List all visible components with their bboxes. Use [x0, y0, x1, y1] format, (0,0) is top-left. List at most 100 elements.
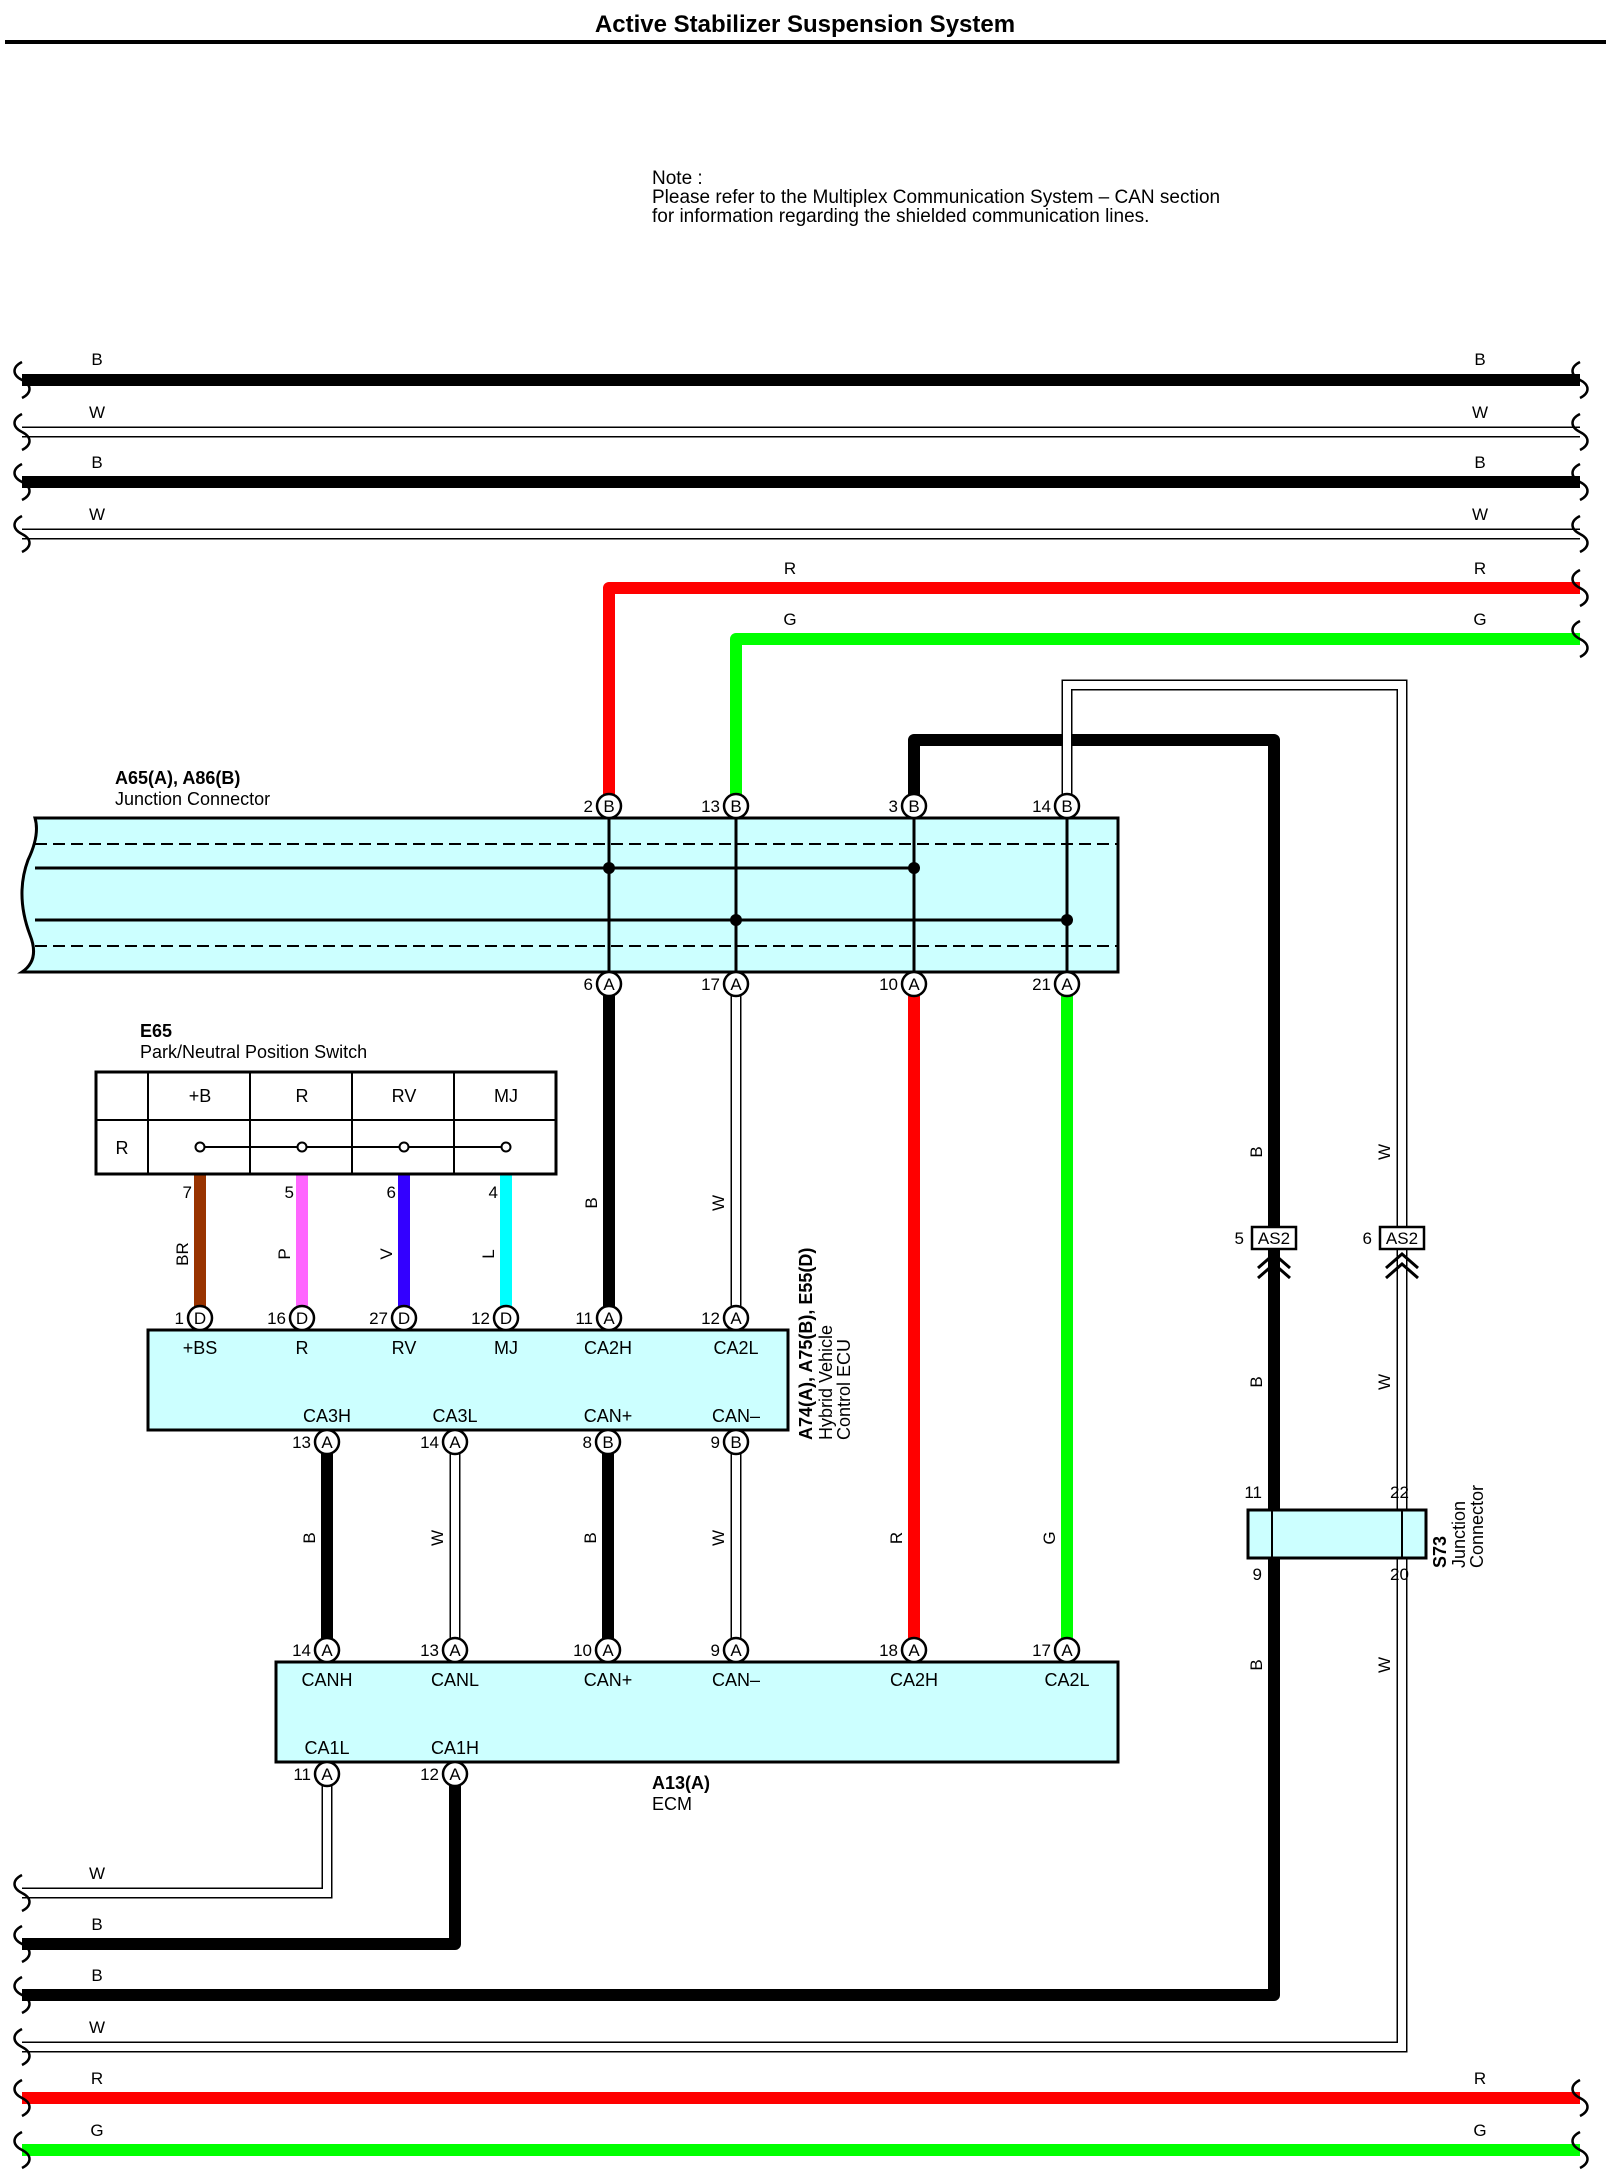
- wire-color-label: W: [1375, 1374, 1394, 1390]
- wire-color-label: B: [1474, 453, 1485, 472]
- pin-number: 11: [293, 1765, 311, 1784]
- ecm-terminal-label: CA1H: [431, 1738, 479, 1758]
- wire-color-label: B: [300, 1532, 319, 1543]
- wire-color-label: R: [1474, 559, 1486, 578]
- pin-number: 13: [701, 797, 720, 816]
- pin-connector-letter: D: [194, 1309, 206, 1328]
- pin-connector-letter: A: [449, 1433, 461, 1452]
- wire-color-label: B: [91, 1966, 102, 1985]
- wire-break-mark: [13, 2027, 31, 2067]
- wire-color-label: G: [783, 610, 796, 629]
- wires: [22, 374, 1580, 2156]
- connector-pin: [595, 970, 623, 998]
- wire-color-label: G: [1473, 610, 1486, 629]
- pin-connector-letter: A: [321, 1433, 333, 1452]
- ecu-terminal-label: CA2L: [713, 1338, 758, 1358]
- as2-connector: [1378, 1225, 1426, 1251]
- pin-connector-letter: A: [603, 1309, 615, 1328]
- connector-pin: [1053, 1636, 1081, 1664]
- pin-number: 20: [1390, 1565, 1409, 1584]
- connector-pin: [492, 1304, 520, 1332]
- wire-color-label: BR: [173, 1242, 192, 1266]
- wire-w: [22, 681, 1406, 2051]
- wire-color-label: W: [1472, 505, 1488, 524]
- component-name: Junction: [1449, 1501, 1469, 1568]
- wire-color-label: W: [428, 1530, 447, 1546]
- connector-pin: [441, 1428, 469, 1456]
- wire-color-label: W: [1375, 1144, 1394, 1160]
- connector-pin: [313, 1636, 341, 1664]
- pin-number: 27: [369, 1309, 388, 1328]
- connector-pin: [288, 1304, 316, 1332]
- ecu-terminal-label: +BS: [183, 1338, 218, 1358]
- switch-contact: [194, 1141, 206, 1153]
- connector-pin: [722, 792, 750, 820]
- as2-label: AS2: [1386, 1229, 1418, 1248]
- connector-pin: [722, 1636, 750, 1664]
- wire-color-label: B: [581, 1532, 600, 1543]
- junction-connector-a65-a86: A65(A), A86(B) Junction Connector: [17, 768, 1120, 974]
- wire-color-label: W: [89, 505, 105, 524]
- pin-number: 17: [701, 975, 720, 994]
- ecm-terminal-label: CANL: [431, 1670, 479, 1690]
- pin-connector-letter: A: [449, 1641, 461, 1660]
- wire-break-mark: [13, 1975, 31, 2015]
- note: Note : Please refer to the Multiplex Com…: [652, 168, 1220, 227]
- connector-pin: [1053, 792, 1081, 820]
- connector-pin: [595, 792, 623, 820]
- wire-color-label: B: [1474, 350, 1485, 369]
- connector-pin: [594, 1428, 622, 1456]
- pin-connector-letter: A: [730, 1641, 742, 1660]
- wire-color-label: B: [1247, 1146, 1266, 1157]
- wire-break-marks: [13, 360, 1589, 2170]
- wire-color-label: B: [582, 1197, 601, 1208]
- wire-break-mark: [1571, 462, 1589, 502]
- connector-pin: [1053, 970, 1081, 998]
- ecm-terminal-label: CA2L: [1044, 1670, 1089, 1690]
- pin-connector-letter: A: [908, 1641, 920, 1660]
- as2-label: AS2: [1258, 1229, 1290, 1248]
- pin-number: 6: [387, 1183, 396, 1202]
- pin-number: 14: [420, 1433, 439, 1452]
- ecm: CANH CANL CAN+ CAN– CA2H CA2L CA1L CA1H …: [274, 1660, 1120, 1814]
- page-title: Active Stabilizer Suspension System: [595, 11, 1015, 38]
- pin-number: 11: [1244, 1483, 1262, 1502]
- wire-break-mark: [13, 2078, 31, 2118]
- connector-pin: [722, 1428, 750, 1456]
- wire-color-label: V: [377, 1248, 396, 1260]
- wire-color-label: B: [1247, 1376, 1266, 1387]
- wire-color-label: B: [1247, 1659, 1266, 1670]
- pin-connector-letter: A: [1061, 975, 1073, 994]
- connector-pin: [313, 1428, 341, 1456]
- pin-connector-letter: B: [602, 1433, 613, 1452]
- pin-connector-letter: A: [321, 1765, 333, 1784]
- pin-number: 10: [879, 975, 898, 994]
- switch-row-label: R: [116, 1138, 129, 1158]
- pin-connector-letter: D: [500, 1309, 512, 1328]
- pin-connector-letter: A: [730, 975, 742, 994]
- wire-color-label: W: [1472, 403, 1488, 422]
- switch-column-label: RV: [392, 1086, 417, 1106]
- splice-point: [730, 914, 742, 926]
- connector-pin: [900, 1636, 928, 1664]
- s73-body: [1246, 1508, 1428, 1560]
- connector-pin: [594, 1636, 622, 1664]
- pin-number: 5: [1235, 1229, 1244, 1248]
- wire-color-label: W: [1375, 1657, 1394, 1673]
- switch-contact: [500, 1141, 512, 1153]
- pin-number: 13: [292, 1433, 311, 1452]
- pin-number: 22: [1390, 1483, 1409, 1502]
- wire-b: [22, 1774, 461, 1950]
- wire-break-mark: [1571, 568, 1589, 608]
- pin-connector-letter: D: [398, 1309, 410, 1328]
- wire-g: [730, 633, 1580, 806]
- switch-contact: [296, 1141, 308, 1153]
- wire-color-label: W: [89, 1864, 105, 1883]
- ecm-terminal-label: CANH: [301, 1670, 352, 1690]
- wire-break-mark: [13, 360, 31, 400]
- wire-break-mark: [13, 462, 31, 502]
- note-line: Please refer to the Multiplex Communicat…: [652, 187, 1220, 208]
- as2-chevron: [1257, 1252, 1291, 1280]
